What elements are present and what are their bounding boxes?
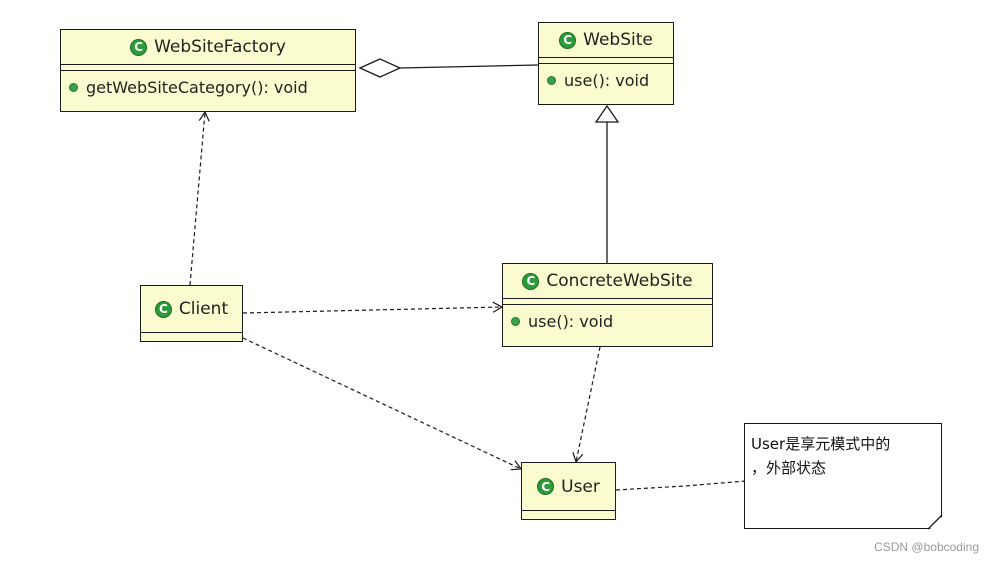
class-websitefactory[interactable]: C WebSiteFactory getWebSiteCategory(): v… <box>60 29 356 112</box>
class-header: C WebSiteFactory <box>61 30 355 65</box>
client-user-dependency <box>242 337 523 471</box>
public-method-icon <box>511 316 520 326</box>
class-icon: C <box>130 38 148 56</box>
public-method-icon <box>547 75 556 85</box>
method-row: getWebSiteCategory(): void <box>61 71 355 103</box>
class-icon: C <box>154 300 172 318</box>
note-text-line-1: User是享元模式中的 <box>751 435 891 453</box>
class-client[interactable]: C Client <box>140 285 243 342</box>
class-header: C ConcreteWebSite <box>503 264 712 299</box>
class-icon: C <box>559 31 577 49</box>
inheritance-edge <box>594 104 620 263</box>
class-icon: C <box>537 478 555 495</box>
class-header: C WebSite <box>539 23 673 58</box>
class-concretewebsite[interactable]: C ConcreteWebSite use(): void <box>502 263 713 347</box>
client-factory-dependency <box>189 110 210 286</box>
note-fold-icon <box>928 515 943 530</box>
class-name: User <box>561 476 600 497</box>
note-anchor-line <box>615 480 747 491</box>
class-website[interactable]: C WebSite use(): void <box>538 22 674 105</box>
class-user[interactable]: C User <box>521 462 616 520</box>
method-signature: getWebSiteCategory(): void <box>86 77 308 97</box>
concrete-user-dependency <box>572 346 601 464</box>
class-name: WebSite <box>583 30 653 50</box>
class-icon: C <box>522 272 540 290</box>
class-name: WebSiteFactory <box>154 37 286 57</box>
watermark: CSDN @bobcoding <box>874 540 979 554</box>
note-fold-corner <box>929 516 943 530</box>
class-name: Client <box>178 299 229 319</box>
class-name: ConcreteWebSite <box>546 271 693 291</box>
method-signature: use(): void <box>528 311 614 331</box>
class-header: C Client <box>141 286 242 333</box>
aggregation-edge <box>358 58 539 78</box>
method-signature: use(): void <box>564 70 650 90</box>
public-method-icon <box>69 82 78 92</box>
client-concrete-dependency <box>242 301 504 314</box>
note-text-line-2: ，外部状态 <box>751 459 827 477</box>
method-row: use(): void <box>539 64 673 96</box>
class-header: C User <box>522 463 615 511</box>
note-box[interactable]: User是享元模式中的 ，外部状态 <box>744 423 943 530</box>
method-row: use(): void <box>503 305 712 337</box>
